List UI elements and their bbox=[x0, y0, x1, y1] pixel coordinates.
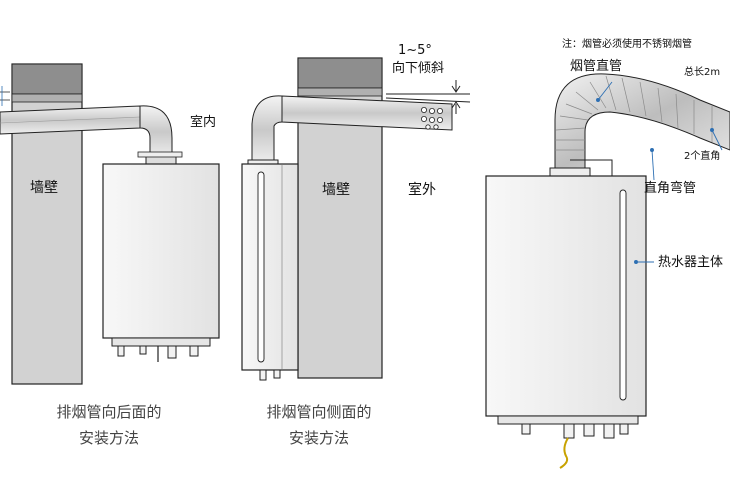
right-panel bbox=[485, 73, 730, 469]
right-flex-pipe bbox=[554, 73, 730, 171]
elbow-label: 直角弯管 bbox=[644, 181, 697, 196]
right-bottom-fittings bbox=[521, 423, 629, 439]
straight-pipe-label: 烟管直管 bbox=[570, 59, 623, 74]
callout-lines bbox=[596, 81, 723, 264]
angle-label: 1~5° bbox=[398, 43, 432, 58]
middle-caption-line2: 安装方法 bbox=[288, 429, 349, 447]
middle-panel bbox=[241, 57, 471, 381]
vent-holes bbox=[420, 107, 443, 130]
left-pipe-elbow bbox=[139, 105, 173, 159]
left-wall-label: 墙壁 bbox=[30, 180, 58, 196]
elbow-count-label: 2个直角 bbox=[684, 151, 721, 162]
left-caption-line1: 排烟管向后面的 bbox=[56, 403, 162, 421]
note-label: 注：烟管必须使用不锈钢烟管 bbox=[562, 39, 692, 50]
middle-caption-line1: 排烟管向侧面的 bbox=[266, 403, 372, 421]
right-heater-body bbox=[485, 175, 647, 417]
left-caption-line2: 安装方法 bbox=[78, 429, 139, 447]
outdoor-label: 室外 bbox=[408, 182, 436, 198]
total-length-label: 总长2m bbox=[684, 67, 721, 78]
middle-heater-body bbox=[241, 163, 299, 371]
middle-wall-label: 墙壁 bbox=[322, 182, 350, 198]
pipe-corrugations bbox=[555, 75, 713, 151]
indoor-label: 室内 bbox=[190, 115, 217, 130]
heater-body-label: 热水器主体 bbox=[658, 255, 724, 270]
left-panel bbox=[0, 63, 220, 385]
slope-label: 向下倾斜 bbox=[392, 61, 445, 76]
left-heater-body bbox=[102, 163, 220, 339]
middle-pipe-elbow bbox=[251, 95, 283, 165]
